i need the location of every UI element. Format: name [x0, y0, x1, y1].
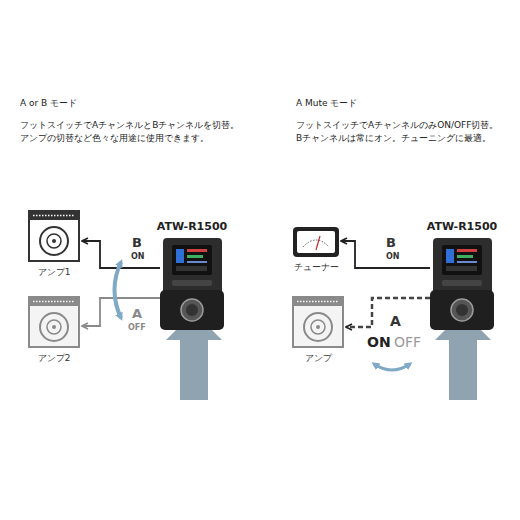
channel-letter: A [132, 305, 142, 323]
channel-state: ON [367, 333, 391, 353]
tuner-icon: チューナー [293, 227, 339, 257]
signal-line [346, 298, 430, 327]
node-label: アンプ2 [38, 352, 71, 365]
tuner-icon-shape [293, 227, 339, 257]
toggle-arrow [115, 262, 122, 318]
receiver-device-shape [430, 238, 494, 330]
node-label: チューナー [294, 261, 339, 274]
amp-icon-shape [292, 296, 344, 348]
channel-letter: B [386, 234, 396, 252]
amp-icon: アンプ1 [28, 210, 80, 262]
amp-icon: アンプ2 [28, 296, 80, 348]
channel-letter: B [132, 234, 142, 252]
mode-description: フットスイッチでAチャンネルとBチャンネルを切替。 アンプの切替など色々な用途に… [20, 119, 270, 144]
amp-icon: アンプ [292, 296, 344, 348]
device-name: ATW-R1500 [157, 220, 227, 233]
receiver-device-shape [160, 238, 224, 330]
mode-heading: A Mute モード [296, 97, 357, 110]
signal-line [82, 298, 160, 326]
receiver-device: ATW-R1500 [430, 238, 494, 330]
amp-icon-shape [28, 296, 80, 348]
signal-line [341, 241, 430, 268]
receiver-device: ATW-R1500 [160, 238, 224, 330]
channel-state: OFF [394, 333, 421, 353]
mode-heading: A or B モード [20, 97, 77, 110]
amp-icon-shape [28, 210, 80, 262]
channel-state: ON [386, 251, 400, 262]
channel-letter: A [390, 312, 401, 332]
toggle-arrow [374, 364, 410, 370]
device-name: ATW-R1500 [427, 220, 497, 233]
channel-state: OFF [128, 322, 146, 333]
mode-description: フットスイッチでAチャンネルのみON/OFF切替。 Bチャンネルは常にオン。チュ… [296, 119, 516, 144]
channel-state: ON [131, 251, 145, 262]
node-label: アンプ1 [38, 266, 71, 279]
node-label: アンプ [305, 352, 332, 365]
